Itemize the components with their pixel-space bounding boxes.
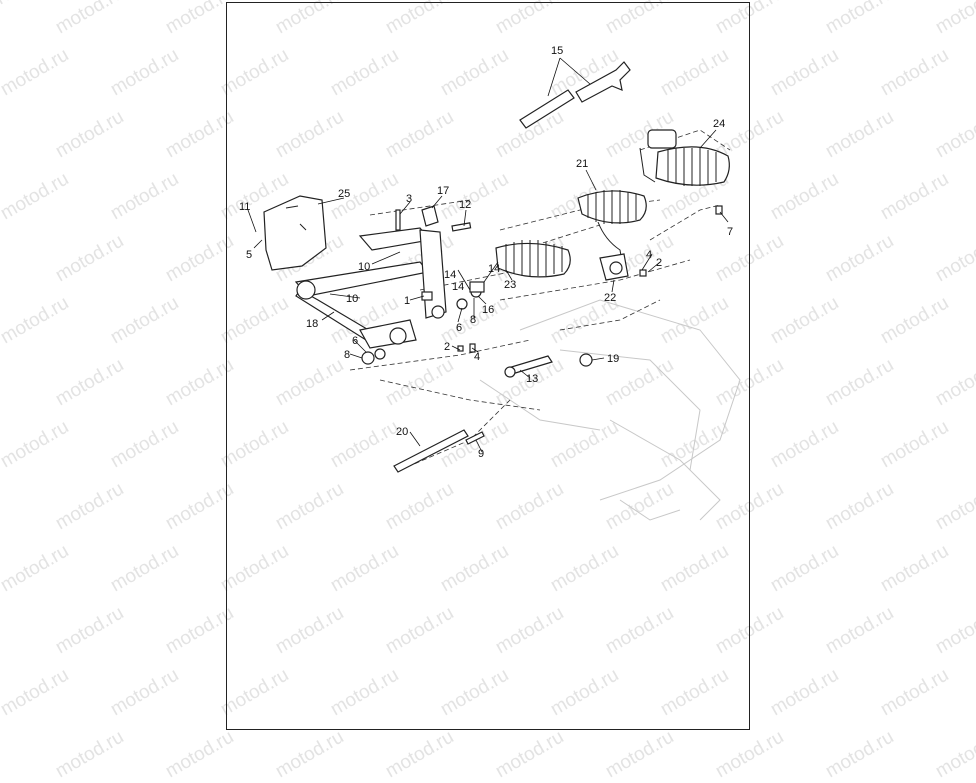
callout-1: 1 — [404, 295, 410, 307]
part-20-axle — [393, 429, 469, 473]
callout-2: 2 — [656, 257, 662, 269]
callout-11: 11 — [239, 201, 250, 213]
callout-10: 10 — [358, 261, 370, 273]
watermark-text: motod.ru — [822, 726, 898, 783]
callout-4: 4 — [646, 249, 652, 261]
callout-14: 14 — [444, 269, 456, 281]
callout-16: 16 — [482, 304, 494, 316]
diagram-frame — [226, 2, 750, 730]
callout-4: 4 — [474, 351, 480, 363]
callout-labels: 1 2 2 3 4 4 5 6 6 7 8 8 9 10 10 11 12 13… — [239, 45, 733, 460]
part-22-adjuster — [599, 253, 629, 281]
part-18-swingarm — [294, 227, 447, 349]
callout-14: 14 — [452, 281, 464, 293]
watermark-text: motod.ru — [162, 726, 238, 783]
callout-8: 8 — [470, 314, 476, 326]
assembly-dashed-lines — [349, 129, 731, 471]
callout-10: 10 — [346, 293, 358, 305]
part-23-shock-absorber — [639, 129, 730, 186]
callout-18: 18 — [306, 318, 318, 330]
callout-22: 22 — [604, 292, 616, 304]
part-9-pin — [465, 431, 485, 445]
callout-7: 7 — [727, 226, 733, 238]
part-15-rod-tool — [519, 61, 631, 129]
callout-20: 20 — [396, 426, 408, 438]
callout-5: 5 — [246, 249, 252, 261]
callout-13: 13 — [526, 373, 538, 385]
watermark-text: motod.ru — [52, 726, 128, 783]
callout-17: 17 — [437, 185, 449, 197]
part-21-shock-absorber — [577, 190, 647, 263]
callout-6: 6 — [352, 335, 358, 347]
callout-6: 6 — [456, 322, 462, 334]
callout-8: 8 — [344, 349, 350, 361]
callout-9: 9 — [478, 448, 484, 460]
callout-3: 3 — [406, 193, 412, 205]
callout-2: 2 — [444, 341, 450, 353]
callout-21: 21 — [576, 158, 588, 170]
watermark-text: motod.ru — [932, 726, 976, 783]
callout-19: 19 — [607, 353, 619, 365]
callout-24: 23 — [504, 279, 516, 291]
exploded-parts-diagram: 1 2 2 3 4 4 5 6 6 7 8 8 9 10 10 11 12 13… — [239, 45, 741, 521]
callout-12: 12 — [459, 199, 471, 211]
callout-leaders — [247, 57, 729, 453]
callout-14: 14 — [488, 263, 500, 275]
watermark-text: motod.ru — [382, 726, 458, 783]
callout-25: 25 — [338, 188, 350, 200]
watermark-text: motod.ru — [602, 726, 678, 783]
watermark-text: motod.ru — [712, 726, 788, 783]
background-frame-sketch — [479, 299, 741, 521]
watermark-text: motod.ru — [492, 726, 568, 783]
part-25-cover — [263, 195, 327, 271]
callout-15: 15 — [551, 45, 563, 57]
callout-23: 24 — [713, 118, 725, 130]
watermark-text: motod.ru — [272, 726, 348, 783]
part-24-shock-spring — [495, 240, 571, 278]
